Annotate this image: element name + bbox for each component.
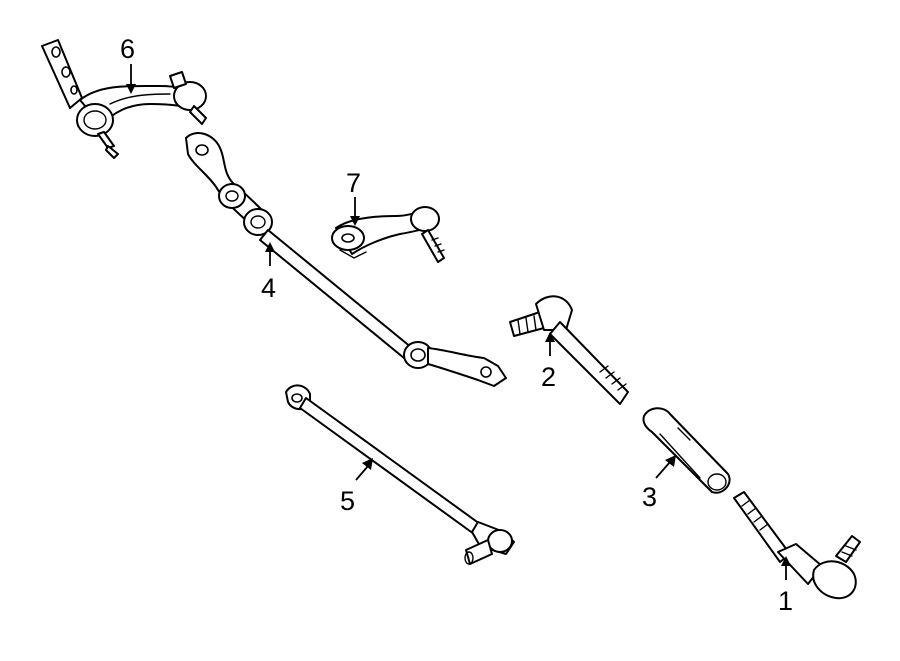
callout-5: 5 bbox=[340, 486, 355, 516]
part-3-adjuster-sleeve[interactable] bbox=[642, 407, 731, 494]
callout-7: 7 bbox=[346, 168, 361, 198]
callout-2: 2 bbox=[541, 362, 556, 392]
part-4-center-link[interactable] bbox=[185, 132, 507, 387]
part-1-outer-tie-rod-end[interactable] bbox=[733, 491, 861, 600]
callout-4: 4 bbox=[261, 273, 276, 303]
part-6-pitman-arm[interactable] bbox=[41, 39, 207, 159]
callout-1: 1 bbox=[778, 586, 793, 616]
part-2-inner-tie-rod-end[interactable] bbox=[509, 295, 629, 405]
callout-leaders bbox=[126, 64, 791, 580]
callout-6: 6 bbox=[120, 34, 135, 64]
part-5-steering-damper[interactable] bbox=[285, 384, 515, 565]
callout-3: 3 bbox=[642, 482, 657, 512]
callout-labels: 6 7 4 2 3 5 1 bbox=[120, 34, 793, 616]
part-7-idler-arm[interactable] bbox=[331, 206, 445, 263]
